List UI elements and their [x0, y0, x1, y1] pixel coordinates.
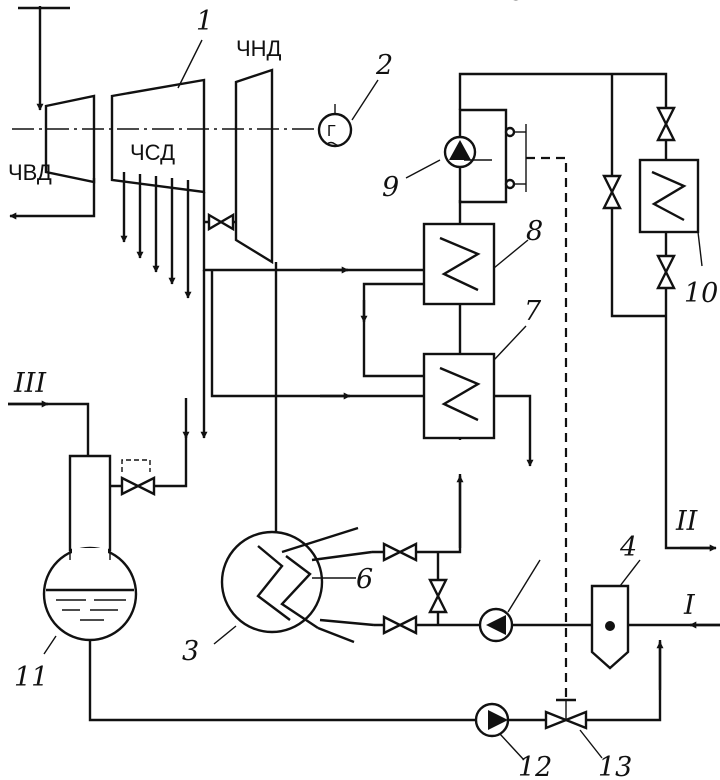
label-hp-section: ЧВД — [8, 160, 52, 185]
turbine-lp-section — [234, 68, 274, 265]
generator: Г — [317, 104, 353, 148]
storage-tank — [42, 454, 138, 642]
label-stream-I: I — [683, 590, 696, 621]
pump-9-bypass-box — [458, 108, 508, 204]
label-turbine: 1 — [196, 6, 213, 37]
extraction-header-7 — [210, 270, 424, 398]
deaerator — [590, 584, 630, 670]
ip-extraction-arrows — [120, 172, 192, 299]
tank-steam-line — [160, 436, 188, 488]
label-circulation-pump: 9 — [382, 172, 399, 203]
label-heater-10: 10 — [684, 278, 718, 309]
pump-9-control-contacts — [504, 124, 527, 192]
return-pump — [474, 702, 510, 738]
heater-10-valve-top — [656, 106, 676, 142]
heater-7-drain — [494, 394, 534, 467]
turbine-ip-section — [110, 78, 206, 194]
feed-pump — [478, 607, 514, 643]
condenser — [220, 530, 324, 634]
circulation-pump — [443, 135, 477, 169]
evaporator-outlet-pipe — [372, 474, 462, 554]
label-generator: 2 — [375, 50, 393, 81]
label-feed-pump: 5 — [510, 0, 527, 7]
return-line — [88, 640, 662, 722]
evaporator-coil — [256, 526, 375, 644]
ip-lp-valve — [204, 212, 236, 232]
evaporator-outlet-valve — [382, 542, 418, 562]
generator-symbol: Г — [327, 123, 336, 140]
heater-8 — [422, 222, 496, 306]
heater-8-drain — [362, 282, 424, 378]
label-stream-III: III — [13, 368, 47, 399]
extraction-header-8 — [202, 192, 424, 272]
heater-7 — [422, 352, 496, 440]
bypass-valve-10 — [602, 174, 622, 210]
control-valve — [544, 698, 588, 730]
label-heater-8: 8 — [526, 216, 543, 247]
label-pump-12: 12 — [518, 752, 552, 780]
label-valve-13: 13 — [598, 752, 632, 780]
label-heater-7: 7 — [524, 296, 542, 327]
heater-10-bypass — [610, 74, 666, 318]
label-deaerator: 4 — [619, 532, 637, 563]
label-evaporator: 6 — [356, 564, 373, 595]
turbine-hp-section — [44, 94, 96, 184]
bypass-valve — [428, 578, 448, 614]
stream-III-line — [8, 402, 90, 456]
heater-10-valve-bottom — [656, 254, 676, 290]
label-tank: 11 — [14, 662, 48, 693]
tank-steam-valve — [110, 459, 160, 496]
evaporator-inlet-valve — [382, 615, 418, 635]
label-condenser: 3 — [182, 636, 199, 667]
heater-10 — [638, 158, 700, 234]
hot-water-header — [458, 72, 710, 550]
leader-lines — [43, 39, 703, 655]
label-lp-section: ЧНД — [236, 36, 282, 61]
label-ip-section: ЧСД — [130, 140, 175, 165]
hp-exhaust-line — [9, 178, 96, 220]
label-stream-II: II — [675, 506, 699, 537]
